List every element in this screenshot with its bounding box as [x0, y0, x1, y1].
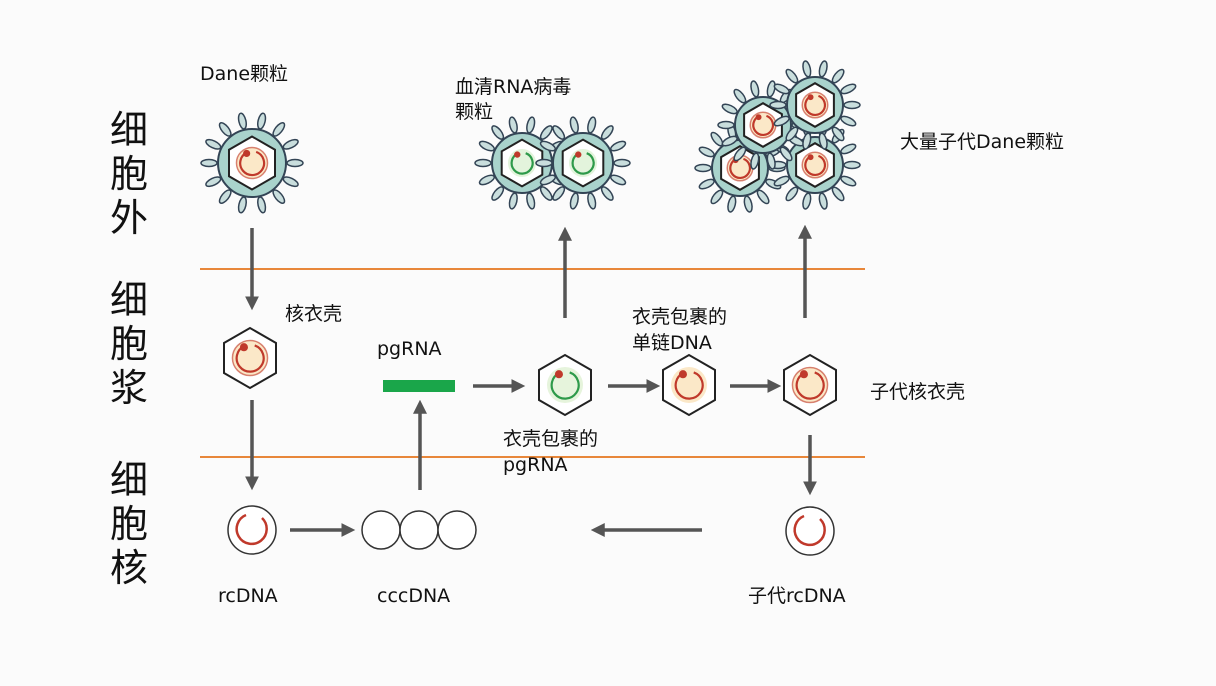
encapsidated-pgrna-icon [538, 353, 592, 417]
serum-rna-particle-icon [535, 116, 631, 210]
dane-particle-icon [200, 112, 304, 214]
label-cccdna: cccDNA [377, 585, 450, 607]
svg-text:外: 外 [110, 196, 148, 240]
svg-text:胞: 胞 [110, 152, 148, 196]
label-dane: Dane颗粒 [200, 63, 288, 85]
region-label-extracellular: 细 胞 外 [110, 108, 148, 240]
svg-text:胞: 胞 [110, 322, 148, 366]
svg-text:细: 细 [110, 458, 148, 502]
label-pgrna: pgRNA [377, 338, 442, 360]
pgrna-bar [383, 380, 455, 392]
label-encapsidated-pgrna-2: pgRNA [503, 454, 568, 476]
region-label-cytoplasm: 细 胞 浆 [110, 278, 148, 410]
label-progeny-dane: 大量子代Dane颗粒 [900, 131, 1064, 153]
encapsidated-ssdna-icon [662, 353, 716, 417]
rcdna-circle [227, 505, 277, 555]
region-label-nucleus: 细 胞 核 [110, 458, 148, 590]
cccdna-circles [361, 510, 477, 550]
progeny-dane-particle-icon [769, 60, 861, 150]
svg-text:细: 细 [110, 278, 148, 322]
label-encapsidated-pgrna: 衣壳包裹的 [503, 428, 598, 450]
label-serum-rna-2: 颗粒 [455, 101, 493, 123]
svg-text:核: 核 [110, 546, 148, 590]
label-nucleocapsid: 核衣壳 [285, 303, 342, 325]
label-ss-dna: 衣壳包裹的 [632, 306, 727, 328]
progeny-dane-particle-icon [769, 120, 861, 210]
label-rcdna: rcDNA [218, 585, 278, 607]
label-serum-rna: 血清RNA病毒 [455, 76, 571, 98]
label-progeny-rcdna: 子代rcDNA [748, 585, 846, 607]
progeny-rcdna-circle [785, 506, 835, 556]
progeny-nucleocapsid-icon [783, 353, 837, 417]
svg-text:细: 细 [110, 108, 148, 152]
svg-text:胞: 胞 [110, 502, 148, 546]
label-ss-dna-2: 单链DNA [632, 332, 712, 354]
progeny-dane-particle-icon [717, 80, 809, 170]
nucleocapsid-icon [223, 326, 277, 390]
svg-text:浆: 浆 [110, 366, 148, 410]
label-progeny-nucleocapsid: 子代核衣壳 [870, 381, 965, 403]
